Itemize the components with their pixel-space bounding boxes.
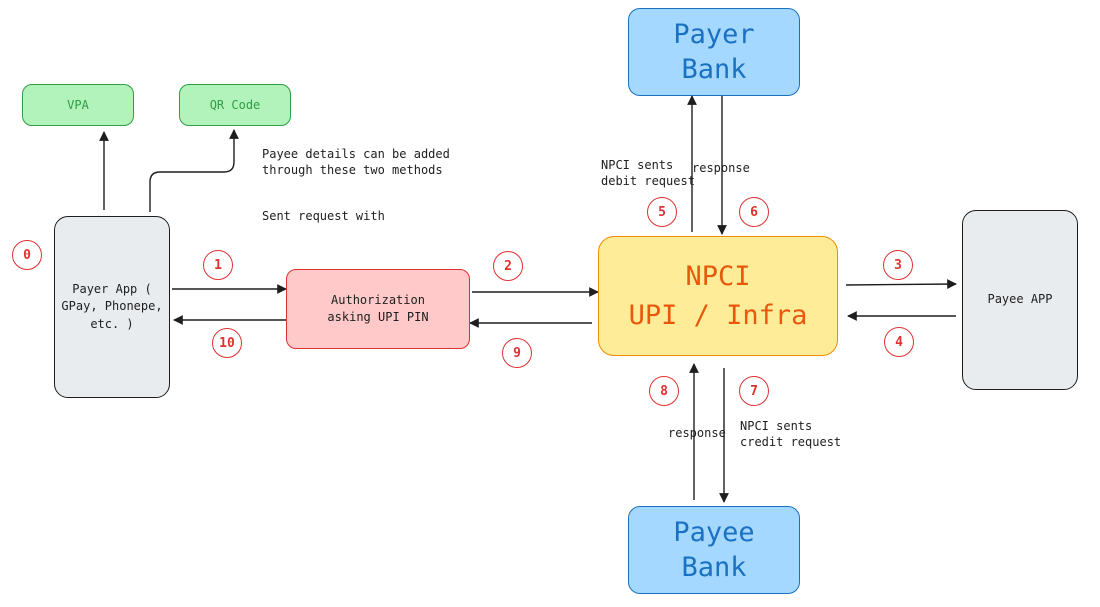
payer-bank-node: Payer Bank (628, 8, 800, 96)
arrow-3-npci-to-payee-app (845, 279, 957, 289)
step-2-marker: 2 (493, 251, 523, 281)
step-4-marker: 4 (884, 327, 914, 357)
vpa-node: VPA (22, 84, 134, 126)
authorization-node: Authorization asking UPI PIN (286, 269, 470, 349)
payer-bank-label: Payer Bank (673, 18, 755, 85)
payee-details-note: Payee details can be added through these… (262, 147, 450, 178)
response-note-bottom: response (668, 426, 726, 440)
payer-app-node: Payer App ( GPay, Phonepe, etc. ) (54, 216, 170, 398)
payer-app-label: Payer App ( GPay, Phonepe, etc. ) (61, 281, 163, 331)
npci-label: NPCI UPI / Infra (628, 260, 808, 331)
payee-bank-node: Payee Bank (628, 506, 800, 594)
payee-app-node: Payee APP (962, 210, 1078, 390)
sent-request-note: Sent request with (262, 209, 385, 223)
vpa-label: VPA (67, 98, 89, 112)
npci-node: NPCI UPI / Infra (598, 236, 838, 356)
response-note-top: response (692, 161, 750, 175)
authorization-label: Authorization asking UPI PIN (327, 292, 429, 324)
qr-code-node: QR Code (179, 84, 291, 126)
step-8-marker: 8 (649, 376, 679, 406)
step-0-marker: 0 (12, 240, 42, 270)
step-10-marker: 10 (212, 328, 242, 358)
step-5-marker: 5 (647, 197, 677, 227)
debit-request-note: NPCI sents debit request (601, 158, 695, 189)
credit-request-note: NPCI sents credit request (740, 419, 842, 450)
arrow-payer-to-qr (149, 129, 239, 212)
step-9-marker: 9 (502, 338, 532, 368)
step-7-marker: 7 (739, 376, 769, 406)
payee-app-label: Payee APP (987, 292, 1053, 307)
payee-bank-label: Payee Bank (673, 516, 755, 583)
step-3-marker: 3 (883, 250, 913, 280)
step-1-marker: 1 (203, 250, 233, 280)
qr-code-label: QR Code (209, 98, 261, 112)
step-6-marker: 6 (739, 197, 769, 227)
